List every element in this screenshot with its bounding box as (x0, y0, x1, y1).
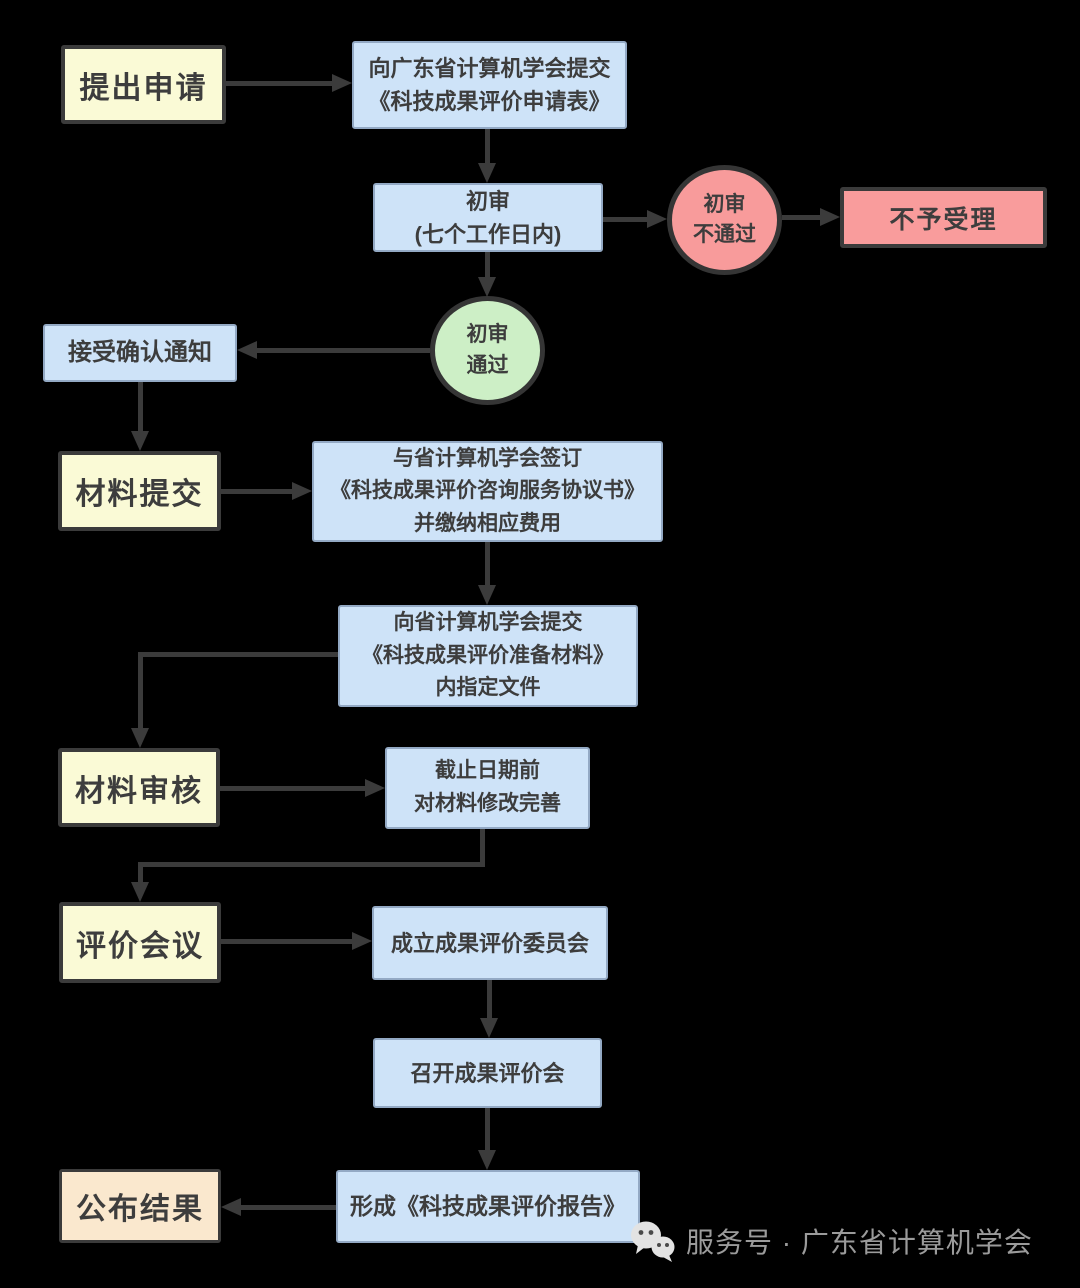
node-label: 截止日期前 对材料修改完善 (414, 759, 561, 815)
node-label: 评价会议 (76, 929, 204, 963)
node-preliminary-review: 初审 (七个工作日内) (373, 183, 603, 252)
node-label: 形成《科技成果评价报告》 (350, 1193, 626, 1220)
node-label: 与省计算机学会签订 《科技成果评价咨询服务协议书》 并缴纳相应费用 (330, 446, 645, 535)
node-revise-before-deadline: 截止日期前 对材料修改完善 (385, 747, 590, 829)
node-label: 向省计算机学会提交 《科技成果评价准备材料》 内指定文件 (362, 611, 614, 700)
node-label: 初审 (七个工作日内) (414, 188, 562, 247)
node-review-failed: 初审 不通过 (667, 165, 782, 275)
node-not-accepted: 不予受理 (840, 187, 1047, 248)
node-sign-agreement-pay-fee: 与省计算机学会签订 《科技成果评价咨询服务协议书》 并缴纳相应费用 (312, 441, 663, 542)
node-hold-evaluation-meeting: 召开成果评价会 (373, 1038, 602, 1108)
node-label: 向广东省计算机学会提交 《科技成果评价申请表》 (368, 56, 611, 114)
wechat-watermark: 服务号 · 广东省计算机学会 (630, 1220, 1033, 1262)
node-submit-prepared-materials: 向省计算机学会提交 《科技成果评价准备材料》 内指定文件 (338, 605, 638, 707)
node-label: 不予受理 (889, 205, 998, 234)
node-label: 提出申请 (79, 71, 208, 105)
node-label: 初审 通过 (466, 323, 509, 377)
node-receive-confirmation: 接受确认通知 (43, 324, 237, 382)
node-publish-results: 公布结果 (59, 1169, 221, 1243)
watermark-text: 服务号 · 广东省计算机学会 (686, 1227, 1033, 1258)
node-label: 初审 不通过 (693, 192, 756, 246)
node-label: 召开成果评价会 (410, 1060, 565, 1086)
node-submit-application: 提出申请 (61, 45, 226, 124)
node-label: 接受确认通知 (68, 339, 212, 366)
node-label: 材料提交 (75, 478, 204, 511)
node-label: 成立成果评价委员会 (390, 930, 589, 956)
node-review-passed: 初审 通过 (430, 296, 545, 405)
node-material-review: 材料审核 (58, 748, 220, 827)
node-material-submission: 材料提交 (58, 451, 221, 531)
node-label: 公布结果 (76, 1193, 204, 1226)
node-form-evaluation-report: 形成《科技成果评价报告》 (336, 1170, 640, 1243)
node-establish-evaluation-committee: 成立成果评价委员会 (372, 906, 608, 980)
node-submit-application-form: 向广东省计算机学会提交 《科技成果评价申请表》 (352, 41, 627, 129)
wechat-icon (630, 1220, 676, 1262)
node-label: 材料审核 (75, 774, 203, 808)
node-evaluation-meeting: 评价会议 (59, 902, 221, 983)
